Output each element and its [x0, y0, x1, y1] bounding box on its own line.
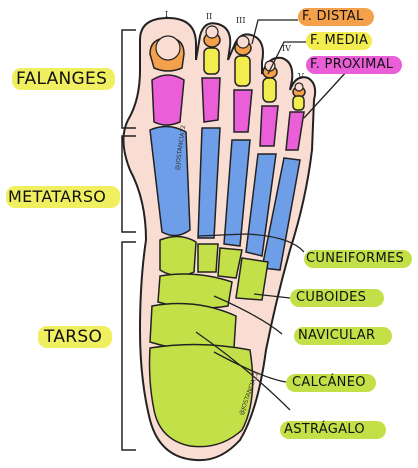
proximal-phalanx-4 [260, 106, 278, 146]
astragalo-label: ASTRÁGALO [284, 422, 365, 437]
cuneiformes-label: CUNEIFORMES [306, 251, 404, 266]
proximal-phalanx-1 [152, 75, 184, 125]
proximal-phalanx-2 [202, 78, 220, 122]
toe-number-2: II [206, 12, 212, 21]
bracket-tarso [122, 242, 136, 450]
falanges-label: FALANGES [16, 69, 107, 89]
tarso-label: TARSO [44, 327, 102, 347]
toe-number-5: V [298, 72, 304, 81]
cuboides-label: CUBOIDES [296, 290, 366, 305]
proximal-label: F. PROXIMAL [310, 57, 393, 72]
group-brackets [122, 30, 136, 450]
middle-phalanx-5 [293, 96, 304, 110]
distal-label: F. DISTAL [302, 9, 364, 24]
toe-number-4: IV [282, 44, 291, 53]
cuneiform-medial [160, 236, 196, 275]
calcaneo-label: CALCÁNEO [292, 375, 366, 390]
middle-phalanx-2 [204, 48, 219, 74]
toenail-1 [156, 36, 180, 60]
proximal-phalanx-3 [234, 90, 252, 132]
toe-number-1: I [165, 10, 168, 19]
cuboid-bone [236, 258, 268, 300]
navicular-label: NAVICULAR [298, 328, 375, 343]
toenail-2 [206, 26, 218, 38]
toenail-5 [295, 83, 303, 91]
toe-number-3: III [236, 16, 245, 25]
toenail-3 [237, 36, 249, 48]
metatarso-label: METATARSO [8, 187, 106, 206]
cuneiform-middle [198, 244, 218, 272]
middle-phalanx-4 [263, 78, 276, 102]
media-label: F. MEDIA [310, 33, 368, 48]
calcaneus-bone [150, 344, 253, 446]
middle-phalanx-3 [235, 56, 250, 86]
